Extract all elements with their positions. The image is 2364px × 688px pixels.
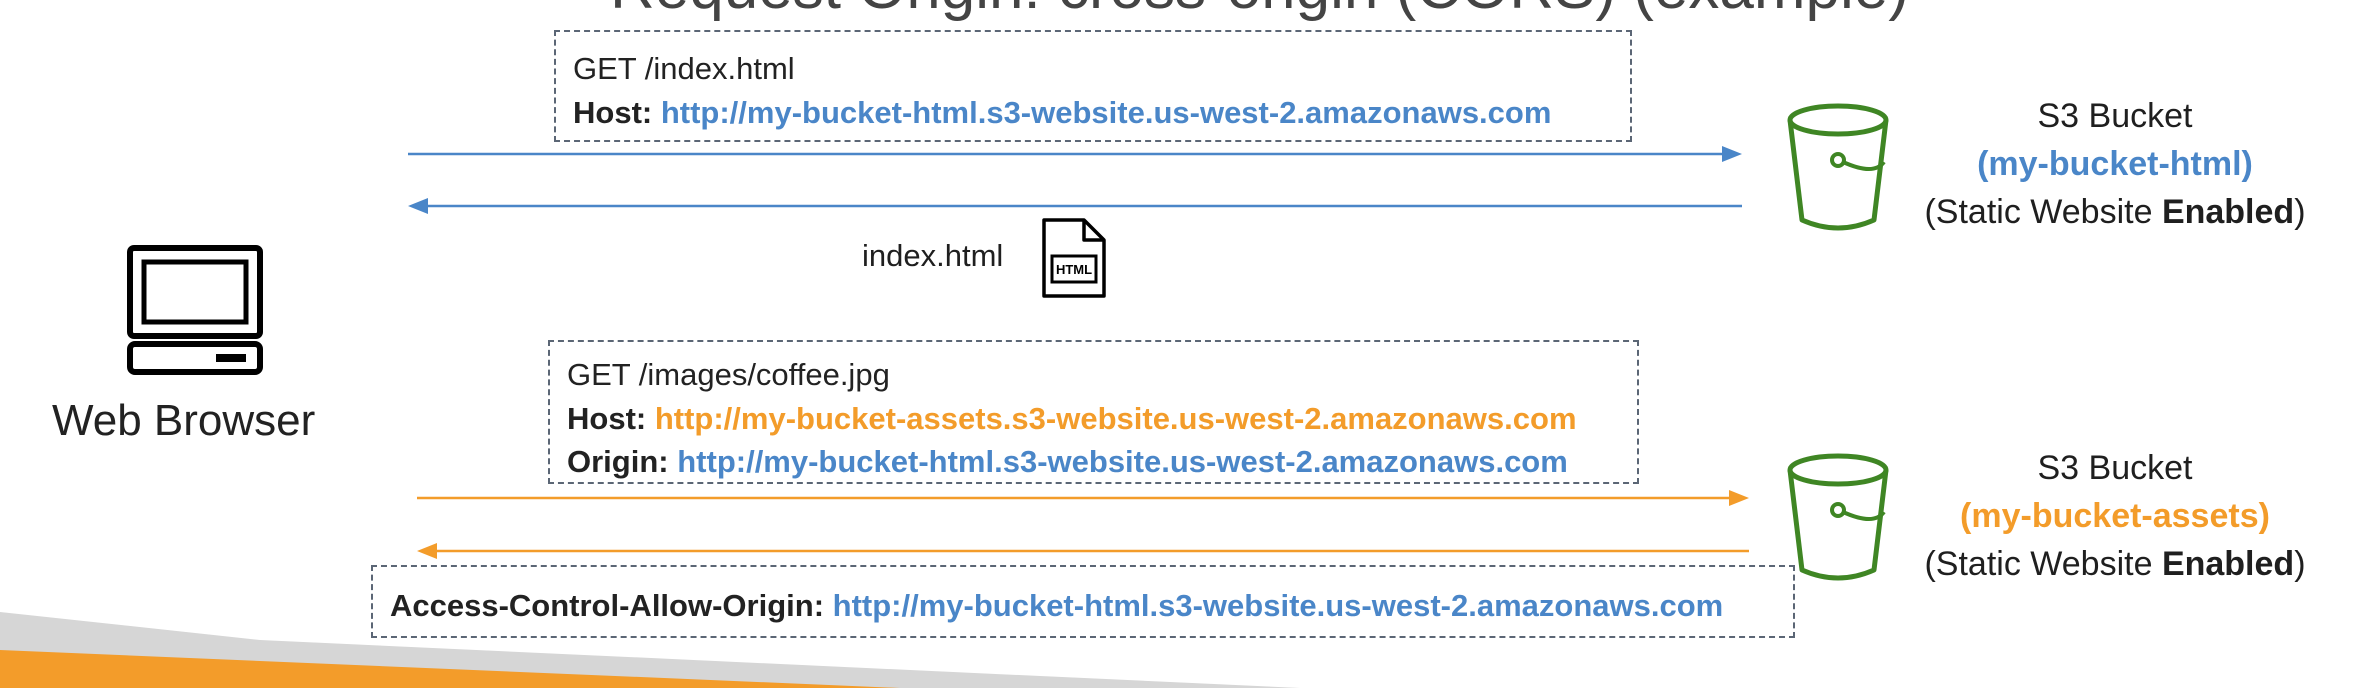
bucket-2-status-bold: Enabled xyxy=(2161,545,2295,583)
arrow-response-1 xyxy=(408,198,1742,214)
request-2-origin-value: http://my-bucket-html.s3-website.us-west… xyxy=(677,444,1568,479)
bucket-2-title: S3 Bucket xyxy=(2037,449,2193,487)
bucket-1-status: (Static Website Enabled) xyxy=(1900,188,2330,236)
arrow-request-1 xyxy=(408,146,1742,162)
s3-bucket-2-icon xyxy=(1787,453,1889,581)
computer-icon xyxy=(127,245,263,375)
response-2-acao-value: http://my-bucket-html.s3-website.us-west… xyxy=(832,588,1724,623)
browser-label: Web Browser xyxy=(52,396,316,445)
arrow-response-2 xyxy=(417,543,1749,559)
html-file-icon-text: HTML xyxy=(1056,262,1092,277)
bucket-2-name: (my-bucket-assets) xyxy=(1960,497,2270,535)
bucket-1-labels: S3 Bucket (my-bucket-html) (Static Websi… xyxy=(1900,92,2330,236)
arrow-request-2 xyxy=(417,490,1749,506)
bucket-2-status: (Static Website Enabled) xyxy=(1900,540,2330,588)
bucket-1-status-suffix: ) xyxy=(2294,193,2306,231)
request-1-host-value: http://my-bucket-html.s3-website.us-west… xyxy=(660,95,1552,130)
request-1-box xyxy=(554,30,1632,142)
request-1-host-label: Host: xyxy=(573,95,653,130)
bucket-1-name: (my-bucket-html) xyxy=(1977,145,2253,183)
request-2-host-value: http://my-bucket-assets.s3-website.us-we… xyxy=(654,401,1577,436)
response-2-acao-label: Access-Control-Allow-Origin: xyxy=(390,588,825,623)
request-2-origin-label: Origin: xyxy=(567,444,669,479)
request-1-get-line: GET /index.html xyxy=(573,51,795,86)
request-1-host-line: Host: http://my-bucket-html.s3-website.u… xyxy=(573,91,1551,135)
response-1-label: index.html xyxy=(862,238,1004,273)
slide-footer-accent xyxy=(0,650,900,688)
bucket-2-status-suffix: ) xyxy=(2294,545,2306,583)
response-2-acao-line: Access-Control-Allow-Origin: http://my-b… xyxy=(390,584,1723,628)
request-2-box xyxy=(548,340,1639,484)
s3-bucket-1-icon xyxy=(1787,103,1889,231)
request-2-get-line: GET /images/coffee.jpg xyxy=(567,357,890,392)
request-2-host-line: Host: http://my-bucket-assets.s3-website… xyxy=(567,397,1577,441)
html-file-icon: HTML xyxy=(1042,218,1106,298)
response-2-box xyxy=(371,565,1795,638)
bucket-2-status-prefix: (Static Website xyxy=(1924,545,2162,583)
bucket-2-labels: S3 Bucket (my-bucket-assets) (Static Web… xyxy=(1900,444,2330,588)
bucket-1-status-prefix: (Static Website xyxy=(1924,193,2162,231)
request-2-host-label: Host: xyxy=(567,401,647,436)
diagram-title: Request Origin: cross-origin (CORS) (exa… xyxy=(610,0,1909,23)
request-2-origin-line: Origin: http://my-bucket-html.s3-website… xyxy=(567,440,1568,484)
bucket-1-title: S3 Bucket xyxy=(2037,97,2193,135)
bucket-1-status-bold: Enabled xyxy=(2161,193,2295,231)
